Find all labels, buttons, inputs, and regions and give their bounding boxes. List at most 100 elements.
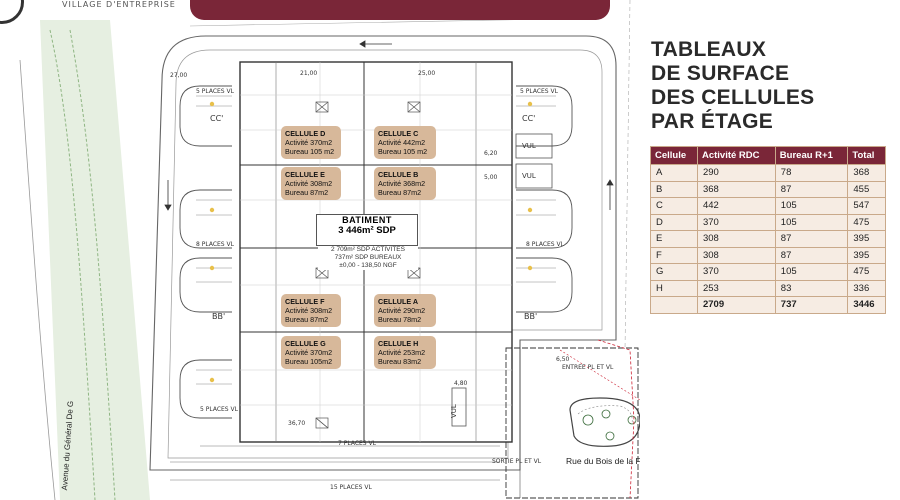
cell-label-c: CELLULE C Activité 442m2 Bureau 105 m2 — [374, 126, 436, 159]
cell-label-f: CELLULE F Activité 308m2 Bureau 87m2 — [281, 294, 341, 327]
table-row: H 253 83 336 — [650, 279, 886, 297]
pond-inner — [577, 405, 633, 425]
cell-bureau: Bureau 105 m2 — [285, 147, 335, 156]
cell-activite: Activité 442m2 — [378, 138, 426, 147]
zone-label-vul-3: VUL — [450, 404, 458, 418]
parking-label-15: 15 PLACES VL — [330, 484, 372, 491]
zone-label-cc-right: CC' — [522, 114, 536, 123]
panel-title-line: DE SURFACE — [651, 62, 790, 85]
site-plan: VILLAGE D'ENTREPRISE CELLULE D Activité … — [0, 0, 669, 500]
table-cell: 105 — [774, 263, 849, 281]
column-header-total: Total — [847, 146, 886, 165]
table-cell: 78 — [774, 164, 849, 182]
cell-activite: Activité 290m2 — [378, 306, 426, 315]
road-label-sortie: SORTIE PL ET VL — [492, 458, 542, 465]
road-arrows — [164, 40, 614, 211]
zone-label-bb-left: BB' — [212, 312, 226, 321]
cell-name: CELLULE B — [378, 170, 419, 179]
zone-label-vul-1: VUL — [522, 142, 536, 150]
parking-label-5-bottom: 5 PLACES VL — [200, 406, 238, 413]
dim-label: 4,80 — [454, 380, 468, 387]
table-cell — [650, 296, 698, 314]
dim-label: 21,00 — [300, 70, 318, 77]
batiment-detail-bureaux: 737m² SDP BUREAUX — [334, 254, 402, 261]
site-plan-drawing — [19, 0, 640, 500]
header-banner — [190, 0, 610, 20]
parking-label-7: 7 PLACES VL — [338, 440, 376, 447]
cell-bureau: Bureau 78m2 — [378, 315, 422, 324]
trees — [582, 409, 637, 441]
zone-label-cc-left: CC' — [210, 114, 224, 123]
table-cell: C — [650, 197, 698, 215]
vul-boxes — [451, 133, 553, 427]
cell-label-d: CELLULE D Activité 370m2 Bureau 105 m2 — [281, 126, 341, 159]
batiment-detail-ngf: ±0,00 - 138,50 NGF — [339, 262, 397, 269]
green-hatch-1 — [49, 29, 96, 500]
column-header-cellule: Cellule — [650, 146, 698, 165]
table-cell: H — [650, 279, 698, 297]
enclosure — [505, 347, 639, 499]
table-cell: G — [650, 263, 698, 281]
cell-bureau: Bureau 87m2 — [285, 188, 329, 197]
cell-activite: Activité 368m2 — [378, 179, 426, 188]
table-cell: A — [650, 164, 698, 182]
parking-label-5-top-right: 5 PLACES VL — [520, 88, 558, 95]
table-header-row: Cellule Activité RDC Bureau R+1 Total — [650, 146, 886, 165]
panel-title: TABLEAUX DE SURFACE DES CELLULES PAR ÉTA… — [651, 38, 891, 134]
table-cell: 290 — [696, 164, 776, 182]
surface-panel: TABLEAUX DE SURFACE DES CELLULES PAR ÉTA… — [640, 0, 900, 500]
table-cell: B — [650, 180, 698, 198]
table-cell: 308 — [696, 230, 776, 248]
right-border — [624, 0, 631, 351]
table-cell: 105 — [774, 213, 849, 231]
parking-label-8-right: 8 PLACES VL — [526, 241, 564, 248]
road-label-rue: Rue du Bois de la Fontaine — [566, 456, 669, 466]
panel-title-line: DES CELLULES — [651, 86, 815, 109]
table-cell: 368 — [696, 180, 776, 198]
cell-name: CELLULE F — [285, 297, 325, 306]
parking-stripes — [196, 95, 556, 385]
cell-name: CELLULE C — [378, 129, 419, 138]
table-cell: 370 — [696, 263, 776, 281]
table-row: F 308 87 395 — [650, 246, 886, 264]
cell-label-b: CELLULE B Activité 368m2 Bureau 87m2 — [374, 167, 436, 200]
dim-label: 5,00 — [484, 174, 498, 181]
zone-label-vul-2: VUL — [522, 172, 536, 180]
cell-name: CELLULE E — [285, 170, 325, 179]
table-cell: 87 — [774, 246, 849, 264]
batiment-sdp: 3 446m² SDP — [338, 225, 396, 236]
cell-label-a: CELLULE A Activité 290m2 Bureau 78m2 — [374, 294, 436, 327]
table-cell: 87 — [774, 180, 849, 198]
batiment-detail-activites: 2 709m² SDP ACTIVITES — [331, 246, 405, 253]
parking-bays-right — [516, 85, 573, 313]
pond-outline — [569, 397, 640, 447]
surface-table: Cellule Activité RDC Bureau R+1 Total A … — [650, 146, 886, 314]
red-boundary — [597, 339, 635, 499]
table-cell: 308 — [696, 246, 776, 264]
cell-activite: Activité 370m2 — [285, 348, 333, 357]
perimeter-road-inner — [167, 49, 603, 459]
cell-name: CELLULE D — [285, 129, 326, 138]
markers — [209, 101, 533, 383]
dim-label: 6,50 — [556, 356, 570, 363]
table-cell: 395 — [847, 246, 886, 264]
panel-title-line: PAR ÉTAGE — [651, 110, 774, 133]
cell-activite: Activité 308m2 — [285, 306, 333, 315]
table-cell: 83 — [774, 279, 849, 297]
table-row: D 370 105 475 — [650, 213, 886, 231]
table-cell: 368 — [847, 164, 886, 182]
road-label-entree: ENTREE PL ET VL — [562, 364, 614, 371]
cell-bureau: Bureau 83m2 — [378, 357, 422, 366]
total-activite: 2709 — [696, 296, 776, 314]
table-row: A 290 78 368 — [650, 164, 886, 182]
logo-tagline: VILLAGE D'ENTREPRISE — [62, 0, 176, 9]
table-cell: 547 — [847, 197, 886, 215]
cell-bureau: Bureau 105m2 — [285, 357, 333, 366]
total-surface: 3446 — [847, 296, 886, 314]
cell-label-g: CELLULE G Activité 370m2 Bureau 105m2 — [281, 336, 341, 369]
cell-activite: Activité 253m2 — [378, 348, 426, 357]
table-cell: 475 — [847, 213, 886, 231]
table-cell: 105 — [774, 197, 849, 215]
table-cell: 253 — [696, 279, 776, 297]
cell-name: CELLULE H — [378, 339, 419, 348]
